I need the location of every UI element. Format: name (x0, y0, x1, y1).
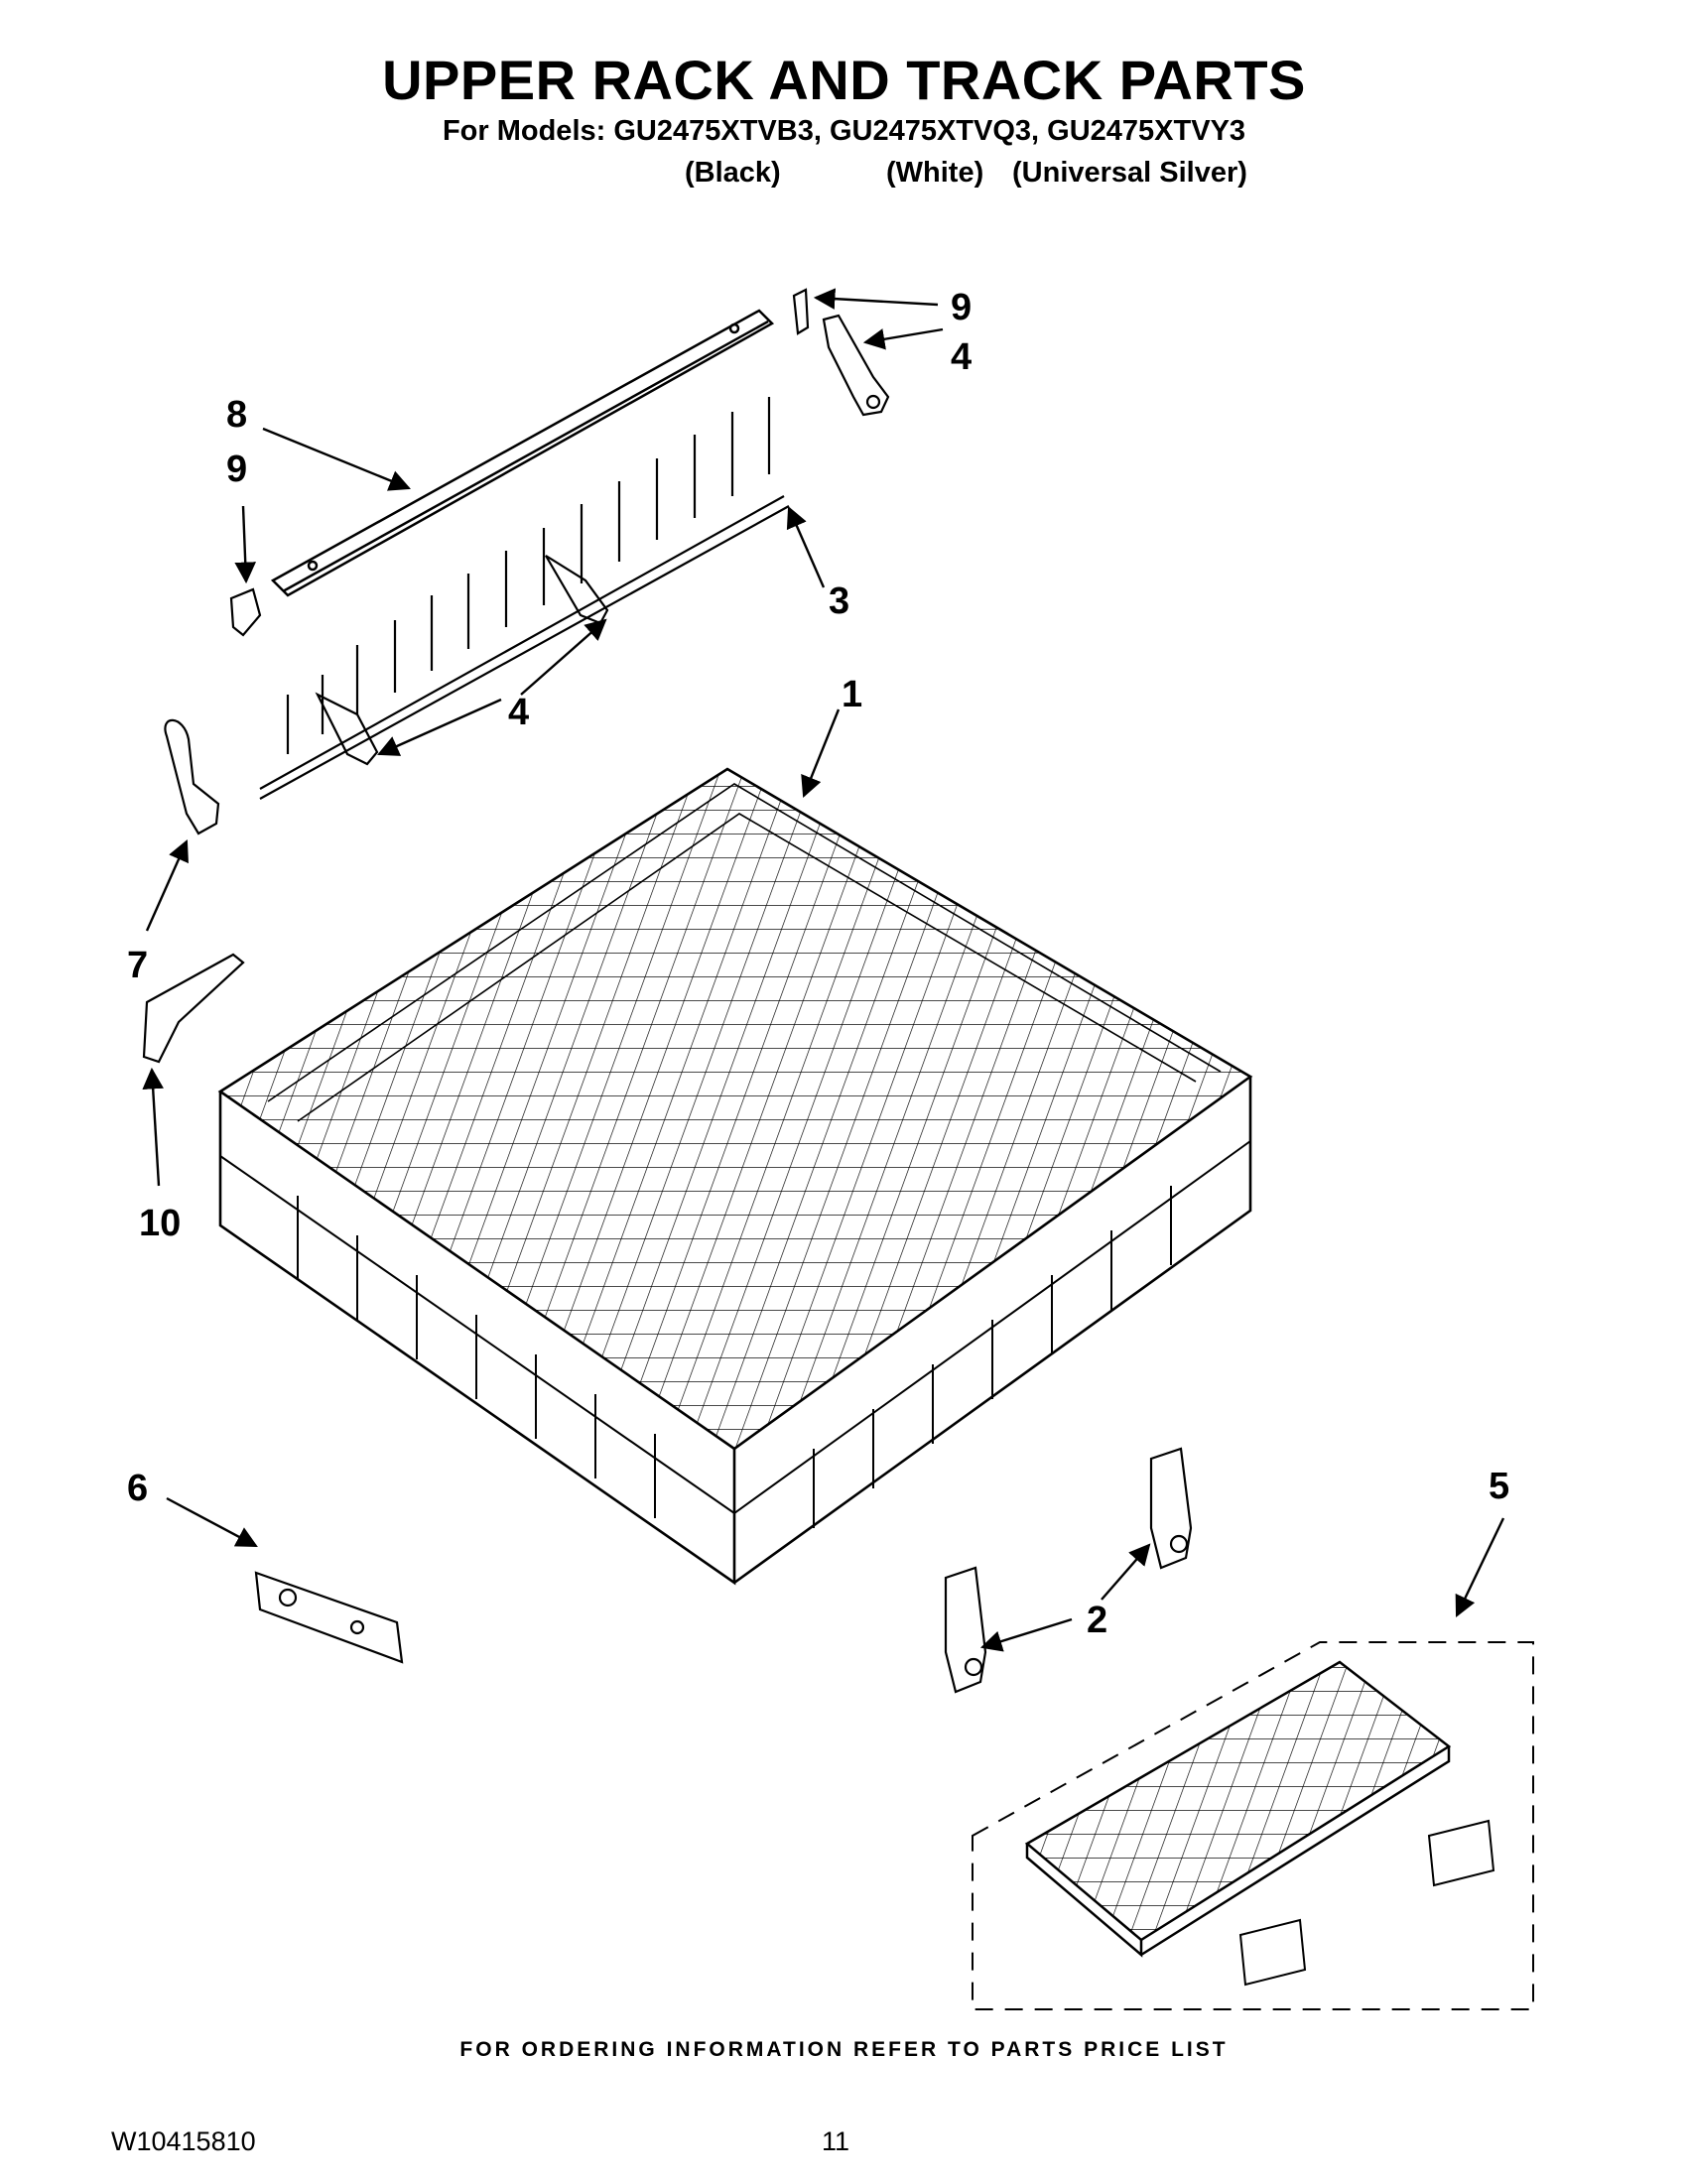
leader-lines (142, 288, 1505, 1652)
callout-9-left: 9 (226, 449, 247, 490)
ordering-note: FOR ORDERING INFORMATION REFER TO PARTS … (459, 2038, 1229, 2061)
tine-clip-part (315, 555, 609, 766)
rack-adjuster-clip-part (822, 314, 890, 417)
callout-7: 7 (127, 945, 148, 986)
variant-black: (Black) (685, 157, 781, 189)
models-line: For Models: GU2475XTVB3, GU2475XTVQ3, GU… (442, 115, 1246, 147)
silverware-tray-part (972, 1641, 1534, 2010)
variant-white: (White) (886, 157, 984, 189)
page-title: UPPER RACK AND TRACK PARTS (382, 49, 1306, 111)
callout-2: 2 (1087, 1600, 1107, 1641)
callout-9-top: 9 (951, 287, 972, 328)
callout-4-mid: 4 (508, 692, 529, 733)
track-end-cap-part (254, 1571, 404, 1664)
callout-3: 3 (829, 580, 849, 622)
upper-rack-basket (217, 767, 1253, 1586)
page-number: 11 (822, 2126, 850, 2156)
callout-4-top: 4 (951, 336, 972, 378)
rack-roller-part (944, 1447, 1193, 1694)
callout-8: 8 (226, 394, 247, 436)
rack-stop-part (164, 718, 220, 835)
document-id: W10415810 (111, 2126, 256, 2156)
track-stop-part (142, 953, 245, 1064)
callout-5: 5 (1489, 1466, 1509, 1507)
end-cap-part (229, 288, 810, 637)
variant-universal-silver: (Universal Silver) (1012, 157, 1247, 189)
callout-6: 6 (127, 1468, 148, 1509)
callout-1: 1 (842, 674, 862, 715)
track-rail-part (270, 309, 775, 597)
callout-10: 10 (139, 1203, 181, 1244)
